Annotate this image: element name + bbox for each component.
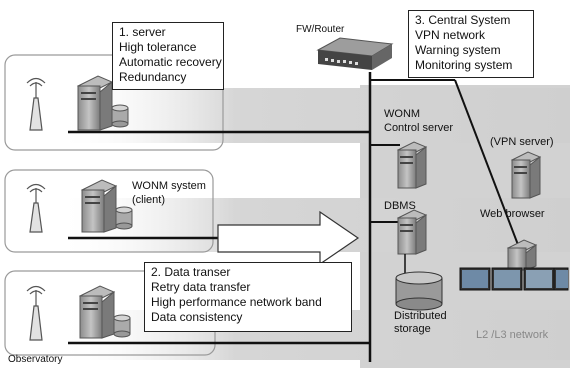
distributed-storage-label-2: storage [394, 323, 431, 335]
disk-icon-1 [111, 104, 129, 128]
data-transfer-callout-line: Retry data transfer [151, 280, 251, 294]
server-callout-line: High tolerance [119, 40, 197, 54]
wonm-system-label-2: (client) [132, 194, 166, 206]
wonm-control-label: WONM [384, 108, 421, 120]
server-icon-3 [78, 285, 116, 339]
data-transfer-callout-line: High performance network band [151, 295, 322, 309]
distributed-storage-label: Distributed [394, 310, 447, 322]
server-callout-title: 1. server [119, 25, 166, 39]
data-transfer-callout-line: Data consistency [151, 310, 243, 324]
server-icon-1 [76, 75, 114, 131]
central-system-callout-title: 3. Central System [415, 13, 511, 27]
central-system-callout-line: VPN network [415, 28, 486, 42]
web-browser-label: Web browser [480, 208, 545, 220]
band-row-1 [55, 88, 570, 143]
router-icon [316, 37, 394, 70]
antenna-icon-1 [26, 77, 46, 131]
vpn-drop-line [454, 79, 521, 251]
wonm-control-label-2: Control server [384, 122, 454, 134]
monitor-screens-icon [459, 267, 569, 291]
server-callout: 1. server High tolerance Automatic recov… [112, 22, 224, 90]
disk-icon-2 [115, 206, 133, 230]
wonm-control-server-icon [396, 141, 428, 189]
vpn-server-icon [510, 151, 542, 199]
wonm-system-label: WONM system [132, 180, 206, 192]
network-label: L2 /L3 network [476, 329, 549, 341]
dbms-server-icon [396, 209, 428, 255]
data-transfer-callout-title: 2. Data transer [151, 265, 231, 279]
transfer-arrow [217, 210, 360, 266]
antenna-icon-3 [26, 285, 46, 341]
observatory-box-2 [4, 169, 214, 253]
fw-router-label: FW/Router [296, 24, 345, 35]
distributed-storage-icon [395, 254, 443, 311]
vpn-server-label: (VPN server) [490, 136, 554, 148]
central-system-callout: 3. Central System VPN network Warning sy… [408, 10, 534, 78]
data-transfer-callout: 2. Data transer Retry data transfer High… [144, 262, 352, 332]
server-callout-line: Automatic recovery [119, 55, 222, 69]
server-callout-line: Redundancy [119, 70, 187, 84]
central-system-callout-line: Monitoring system [415, 58, 513, 72]
antenna-icon-2 [26, 183, 46, 233]
observatory-label: Observatory [8, 354, 63, 365]
disk-icon-3 [113, 314, 131, 338]
central-system-callout-line: Warning system [415, 43, 501, 57]
web-browser-server-icon [506, 239, 538, 271]
server-icon-2 [80, 179, 118, 233]
dbms-label: DBMS [384, 200, 416, 212]
